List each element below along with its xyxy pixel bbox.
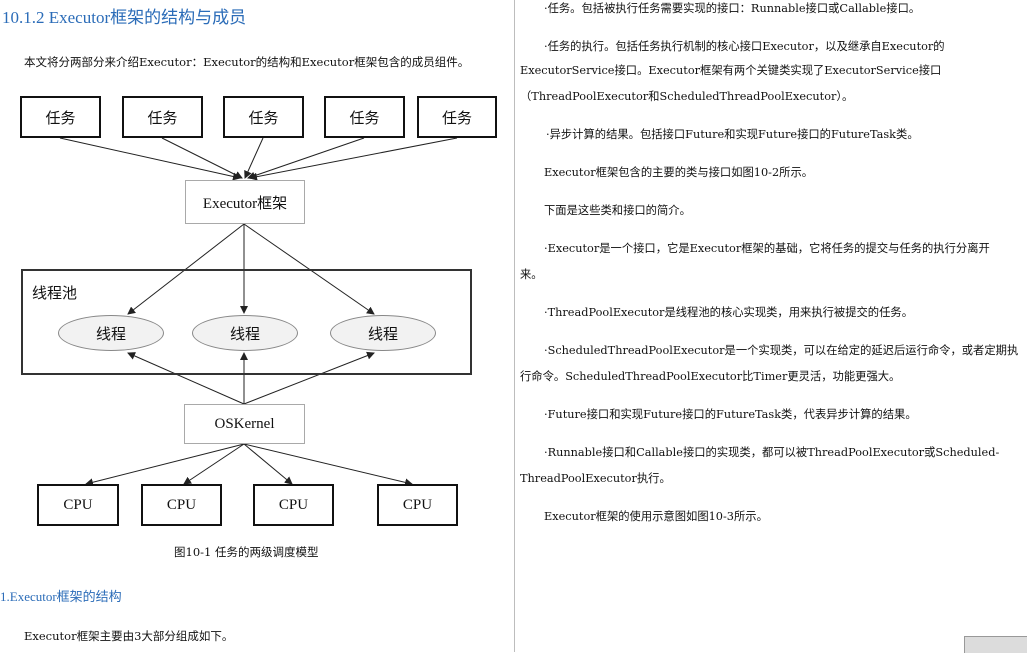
arrow-task2-framework	[161, 137, 243, 179]
para-execution-line3: （ThreadPoolExecutor和ScheduledThreadPoolE…	[520, 90, 854, 103]
task-box-5: 任务	[417, 96, 497, 138]
task-box-2: 任务	[122, 96, 203, 138]
arrow-task5-framework	[249, 137, 458, 181]
task-box-4: 任务	[324, 96, 405, 138]
os-kernel-box: OSKernel	[184, 404, 305, 444]
figure-caption: 图10-1 任务的两级调度模型	[174, 545, 319, 559]
para-task: ·任务。包括被执行任务需要实现的接口：Runnable接口或Callable接口…	[544, 2, 921, 15]
task-box-3: 任务	[223, 96, 304, 138]
para-intro-list: 下面是这些类和接口的简介。	[544, 204, 691, 217]
thread-pool-label: 线程池	[32, 286, 78, 302]
cpu-box-2: CPU	[141, 484, 222, 526]
thread-ellipse-2: 线程	[192, 315, 298, 351]
section-heading: 10.1.2 Executor框架的结构与成员	[2, 8, 247, 27]
para-execution-line1: ·任务的执行。包括任务执行机制的核心接口Executor，以及继承自Execut…	[544, 40, 945, 53]
para-scheduled-line1: ·ScheduledThreadPoolExecutor是一个实现类，可以在给定…	[544, 344, 1019, 357]
left-column: 10.1.2 Executor框架的结构与成员 本文将分两部分来介绍Execut…	[0, 0, 514, 652]
thread-ellipse-3: 线程	[330, 315, 436, 351]
thread-pool-frame	[21, 269, 472, 375]
executor-framework-box: Executor框架	[185, 180, 305, 224]
corner-panel-tab[interactable]	[964, 636, 1027, 653]
cpu-box-1: CPU	[37, 484, 119, 526]
para-scheduled-line2: 行命令。ScheduledThreadPoolExecutor比Timer更灵活…	[520, 370, 901, 383]
arrow-kernel-cpu2	[183, 443, 245, 485]
cpu-box-3: CPU	[253, 484, 334, 526]
arrow-task4-framework	[247, 137, 365, 180]
para-executor-line1: ·Executor是一个接口，它是Executor框架的基础，它将任务的提交与任…	[544, 242, 990, 255]
para-execution-line2: ExecutorService接口。Executor框架有两个关键类实现了Exe…	[520, 64, 942, 77]
thread-ellipse-1: 线程	[58, 315, 164, 351]
sub-heading: 1.Executor框架的结构	[0, 589, 122, 604]
para-async-result: ·异步计算的结果。包括接口Future和实现Future接口的FutureTas…	[546, 128, 919, 141]
task-box-1: 任务	[20, 96, 101, 138]
para-figure-ref: Executor框架包含的主要的类与接口如图10-2所示。	[544, 166, 814, 179]
arrow-kernel-cpu4	[243, 443, 413, 487]
para-runnable-line1: ·Runnable接口和Callable接口的实现类，都可以被ThreadPoo…	[544, 446, 1000, 459]
para-executor-line2: 来。	[520, 268, 543, 281]
para-runnable-line2: ThreadPoolExecutor执行。	[520, 472, 671, 485]
arrow-task1-framework	[59, 137, 241, 181]
column-divider	[514, 0, 515, 652]
intro-paragraph: 本文将分两部分来介绍Executor：Executor的结构和Executor框…	[24, 55, 470, 69]
para-threadpoolexecutor: ·ThreadPoolExecutor是线程池的核心实现类，用来执行被提交的任务…	[544, 306, 913, 319]
arrow-kernel-cpu3	[243, 443, 293, 485]
cpu-box-4: CPU	[377, 484, 458, 526]
para-usage-figure-ref: Executor框架的使用示意图如图10-3所示。	[544, 510, 768, 523]
arrow-kernel-cpu1	[85, 443, 245, 487]
right-column: ·任务。包括被执行任务需要实现的接口：Runnable接口或Callable接口…	[516, 0, 1027, 652]
structure-intro-text: Executor框架主要由3大部分组成如下。	[24, 629, 234, 643]
para-future: ·Future接口和实现Future接口的FutureTask类，代表异步计算的…	[544, 408, 917, 421]
arrow-task3-framework	[244, 137, 264, 179]
